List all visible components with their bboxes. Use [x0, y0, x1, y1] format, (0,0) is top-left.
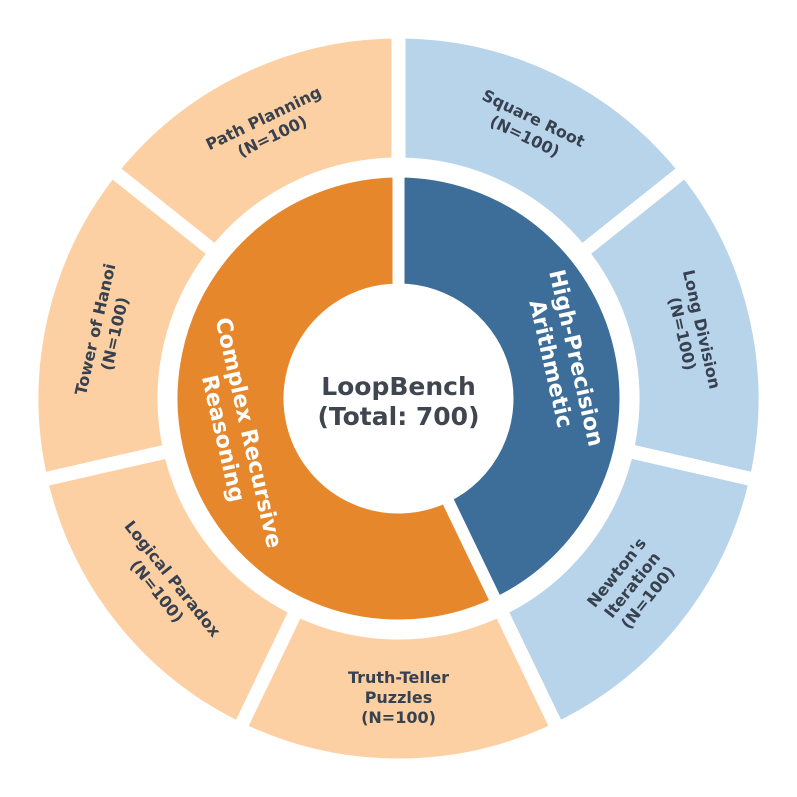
center-title: LoopBench	[321, 372, 476, 401]
inner-ring	[165, 165, 632, 632]
outer-label-line: (N=100)	[361, 708, 436, 727]
outer-label-line: Truth-Teller	[348, 668, 449, 687]
outer-wedge-path-planning-n-100	[101, 24, 406, 263]
center-hole	[289, 289, 508, 508]
center-subtitle: (Total: 700)	[317, 402, 479, 431]
outer-ring	[24, 24, 773, 773]
outer-label-line: Puzzles	[365, 688, 433, 707]
